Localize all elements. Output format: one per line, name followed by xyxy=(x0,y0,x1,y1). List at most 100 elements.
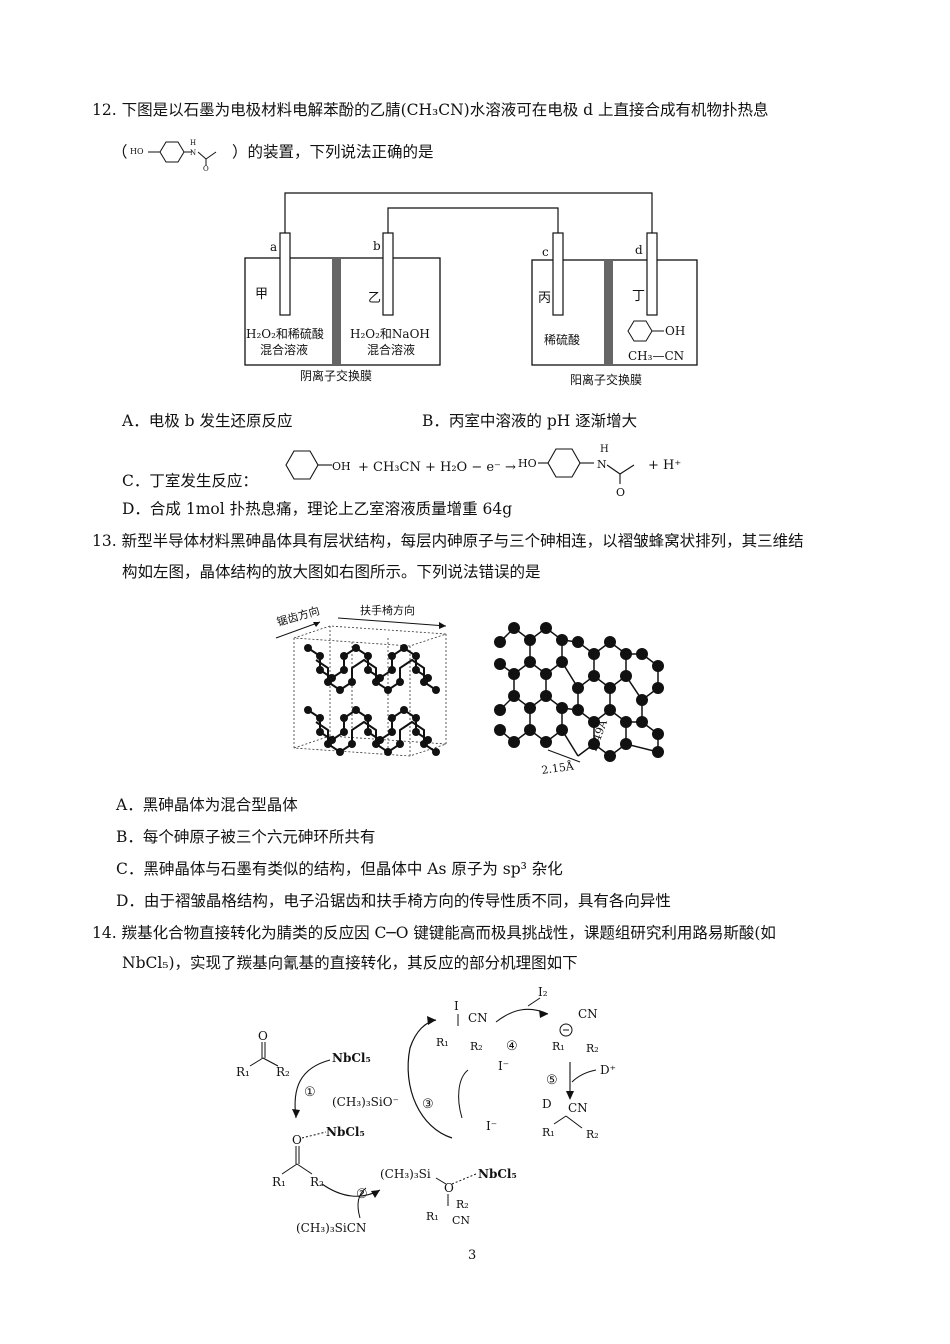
room-jia: 甲 xyxy=(255,287,268,302)
phenol-ring xyxy=(627,320,653,342)
q13-option-c: C．黑砷晶体与石墨有类似的结构，但晶体中 As 原子为 sp³ 杂化 xyxy=(116,860,563,878)
phenol-oh-c: OH xyxy=(332,460,351,473)
right-cell xyxy=(531,259,698,366)
label-a: a xyxy=(270,240,277,254)
q12-paren-open: （ xyxy=(112,143,128,161)
left-cell xyxy=(244,257,441,366)
mech-iminus-1: I⁻ xyxy=(486,1119,497,1133)
label-d: d xyxy=(635,243,643,257)
q12-stem-1: 下图是以石墨为电极材料电解苯酚的乙腈(CH₃CN)水溶液可在电极 d 上直接合成… xyxy=(121,101,769,119)
mech-cn-2: CN xyxy=(578,1007,598,1021)
mech-r2-4: R₂ xyxy=(470,1040,483,1053)
mech-cn-3: CN xyxy=(452,1214,470,1227)
electrode-a xyxy=(279,232,291,316)
mech-i2: I₂ xyxy=(538,985,548,999)
jia-solution-1: H₂O₂和稀硫酸 xyxy=(246,326,324,341)
q12-option-b: B．丙室中溶液的 pH 逐渐增大 xyxy=(422,412,638,430)
black-arsenic-3d-structure: 锯齿方向 扶手椅方向 xyxy=(275,603,447,757)
q12-line2-tail: ）的装置，下列说法正确的是 xyxy=(232,140,434,164)
mech-r2-5: R₂ xyxy=(586,1042,599,1055)
q13-option-a: A．黑砷晶体为混合型晶体 xyxy=(116,796,298,814)
q13-option-d: D．由于褶皱晶格结构，电子沿锯齿和扶手椅方向的传导性质不同，具有各向异性 xyxy=(116,892,671,910)
mech-o-3: O xyxy=(444,1181,454,1195)
mech-step-5: ⑤ xyxy=(546,1073,558,1088)
electrode-b xyxy=(382,232,394,316)
phenol-ring-c xyxy=(285,450,319,480)
product-ho: HO xyxy=(518,457,537,470)
mech-nbcl5-3: NbCl₅ xyxy=(478,1167,517,1181)
mech-d: D xyxy=(542,1097,552,1111)
q12-line2: （ xyxy=(112,140,128,164)
label-b: b xyxy=(373,239,381,253)
mech-arrow-3 xyxy=(407,1019,453,1139)
mech-step-4: ④ xyxy=(506,1039,518,1054)
membrane-right-label: 阳离子交换膜 xyxy=(570,372,642,387)
room-bing: 丙 xyxy=(538,291,551,306)
mech-cn-1: CN xyxy=(468,1011,488,1025)
mech-cn-4: CN xyxy=(568,1101,588,1115)
mech-r2-1: R₂ xyxy=(276,1065,290,1079)
q12-line1: 12. 下图是以石墨为电极材料电解苯酚的乙腈(CH₃CN)水溶液可在电极 d 上… xyxy=(92,98,768,122)
membrane-left-label: 阴离子交换膜 xyxy=(300,368,372,383)
mech-r1-6: R₁ xyxy=(542,1126,555,1139)
mech-r1-2: R₁ xyxy=(272,1175,286,1189)
q13-option-b: B．每个砷原子被三个六元砷环所共有 xyxy=(116,828,376,846)
svg-text:H: H xyxy=(190,139,196,147)
mech-r1-3: R₁ xyxy=(426,1210,439,1223)
mech-o-2: O xyxy=(292,1133,302,1147)
armchair-direction-label: 扶手椅方向 xyxy=(360,603,415,617)
yi-solution-2: 混合溶液 xyxy=(367,342,415,357)
room-yi: 乙 xyxy=(368,291,381,306)
q12-option-d: D．合成 1mol 扑热息痛，理论上乙室溶液质量增重 64g xyxy=(122,500,513,518)
q14-line2: NbCl₅)，实现了羰基向氰基的直接转化，其反应的部分机理图如下 xyxy=(122,954,578,972)
mech-nbcl5-2: NbCl₅ xyxy=(326,1125,365,1139)
room-ding: 丁 xyxy=(632,289,645,304)
mech-o-1: O xyxy=(258,1029,268,1043)
product-ring xyxy=(547,448,581,478)
product-o: O xyxy=(616,486,625,498)
mech-r2-6: R₂ xyxy=(586,1128,599,1141)
zigzag-direction-label: 锯齿方向 xyxy=(275,603,321,629)
electrolysis-apparatus: a b c d 甲 乙 丙 丁 H₂O₂和稀硫酸 混合溶液 H₂O₂和NaOH … xyxy=(244,192,698,387)
svg-text:HO: HO xyxy=(130,147,144,156)
page-number: 3 xyxy=(468,1248,477,1263)
electrode-d xyxy=(646,232,658,316)
mech-arrow-2 xyxy=(321,1183,381,1197)
q13-line2: 构如左图，晶体结构的放大图如右图所示。下列说法错误的是 xyxy=(122,563,541,581)
mech-iminus-2: I⁻ xyxy=(498,1059,509,1073)
q14-stem-1: 羰基化合物直接转化为腈类的反应因 C─O 键键能高而极具挑战性，课题组研究利用路… xyxy=(121,924,776,942)
mech-tms-si: (CH₃)₃Si xyxy=(380,1167,431,1181)
paracetamol-structure-small: HO H N O xyxy=(130,139,217,171)
bing-solution: 稀硫酸 xyxy=(544,332,580,347)
jia-solution-2: 混合溶液 xyxy=(260,342,308,357)
mech-r2-3: R₂ xyxy=(456,1198,469,1211)
q12-stem-2: ）的装置，下列说法正确的是 xyxy=(232,143,434,161)
product-h: H xyxy=(600,444,609,455)
mech-r2-2: R₂ xyxy=(310,1175,324,1189)
q12-number: 12. xyxy=(92,101,117,119)
q13-line1: 13. 新型半导体材料黑砷晶体具有层状结构，每层内砷原子与三个砷相连，以褶皱蜂窝… xyxy=(92,529,804,553)
mech-r1-4: R₁ xyxy=(436,1036,449,1049)
q13-stem-1: 新型半导体材料黑砷晶体具有层状结构，每层内砷原子与三个砷相连，以褶皱蜂窝状排列，… xyxy=(121,532,804,550)
svg-text:O: O xyxy=(203,165,209,171)
label-c: c xyxy=(542,245,549,259)
acetonitrile-label: CH₃—CN xyxy=(628,349,684,363)
mech-tmso: (CH₃)₃SiO⁻ xyxy=(332,1095,399,1109)
cation-membrane xyxy=(604,260,613,365)
product-hplus: + H⁺ xyxy=(648,458,681,473)
product-n: N xyxy=(597,458,607,471)
nbcl5-mechanism: O R₁ R₂ NbCl₅ ① (CH₃)₃SiO⁻ O NbCl₅ R₁ R₂… xyxy=(236,985,616,1235)
mech-step-3: ③ xyxy=(422,1097,434,1112)
reaction-middle: + CH₃CN + H₂O − e⁻ → xyxy=(358,460,516,475)
mech-arrow-1 xyxy=(294,1059,331,1119)
electrode-c xyxy=(552,232,564,316)
mech-r1-1: R₁ xyxy=(236,1065,250,1079)
mech-r1-5: R₁ xyxy=(552,1040,565,1053)
mech-tmscn: (CH₃)₃SiCN xyxy=(296,1221,366,1235)
anion-membrane xyxy=(332,258,341,365)
phenol-oh: OH xyxy=(665,324,685,338)
mech-nbcl5-1: NbCl₅ xyxy=(332,1051,371,1065)
svg-text:N: N xyxy=(190,149,196,157)
q13-number: 13. xyxy=(92,532,117,550)
q12-option-c: C．丁室发生反应： xyxy=(122,472,258,490)
